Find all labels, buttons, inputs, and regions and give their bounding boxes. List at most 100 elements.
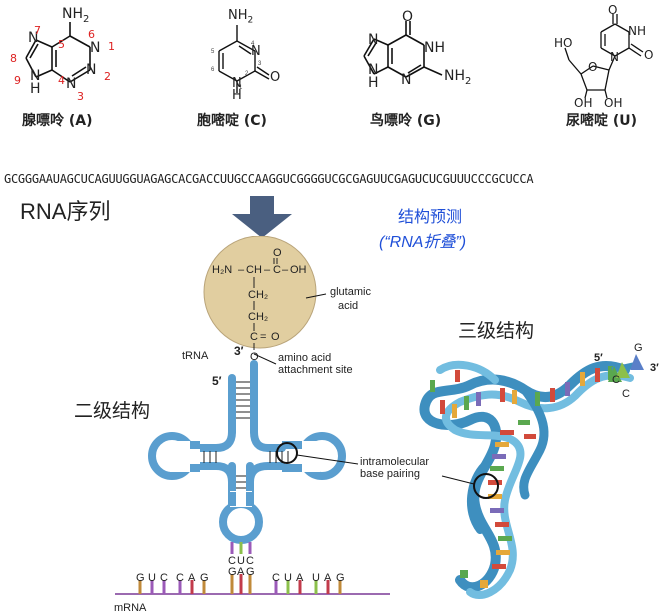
prediction-subtitle: (“RNA折叠”) [379,234,467,251]
tertiary-c2: C [622,388,630,400]
intramolecular-line2: base pairing [360,468,420,480]
atom-number-7: 7 [34,24,41,37]
uridine-structure [564,14,644,99]
svg-text:CH₂: CH₂ [248,289,268,301]
atom-number-9: 9 [14,74,21,87]
svg-text:O: O [250,351,259,363]
svg-text:1: 1 [239,85,243,91]
uridine-ring-o: O [588,60,598,74]
trna-tertiary-model [419,354,644,599]
codon-g2: G [246,566,255,578]
mrna-base-5: A [188,572,196,584]
amino-site-line1: amino acid [278,352,332,364]
svg-text:2: 2 [245,71,249,77]
uridine-o-top: O [608,3,618,17]
atom-number-8: 8 [10,52,17,65]
mrna-label: mRNA [114,602,147,614]
svg-text:C: C [273,264,281,276]
mrna-base-9: A [296,572,304,584]
adenine-label: 腺嘌呤 (A) [22,113,93,129]
atom-number-6: 6 [88,28,95,41]
trna-secondary-diagram: H₂N – CH – C – OH O CH₂ CH₂ C = O O [115,236,390,595]
atom-number-1: 1 [108,40,115,53]
adenine-structure [25,22,91,83]
uridine-o-right: O [644,48,654,62]
codon-a: A [237,566,245,578]
svg-text:–: – [238,264,245,276]
adenine-n3: N [66,76,77,92]
svg-text:6: 6 [211,67,215,73]
atom-number-5: 5 [58,38,65,51]
uridine-ho: HO [554,36,573,50]
svg-text:5: 5 [211,49,215,55]
uridine-label: 尿嘧啶 (U) [566,113,638,129]
trna-3prime-label: 3′ [234,344,244,358]
tertiary-c1: C [612,374,620,386]
mrna-base-7: C [272,572,280,584]
svg-text:CH₂: CH₂ [248,311,268,323]
down-arrow-icon [232,196,292,238]
mrna-base-12: G [336,572,345,584]
guanine-n3: N [401,72,412,88]
mrna-base-2: U [148,572,156,584]
acid-label: acid [338,300,359,312]
mrna-base-11: A [324,572,332,584]
intramolecular-line1: intramolecular [360,456,430,468]
mrna-base-4: C [176,572,184,584]
svg-text:H₂N: H₂N [212,264,232,276]
trna-5prime-label: 5′ [212,374,222,388]
adenine-n1: N [90,40,101,56]
guanine-n7: N [368,32,379,48]
svg-text:CH: CH [246,264,262,276]
codon-g1: G [228,566,237,578]
adenine-nh2: NH2 [62,6,90,25]
uridine-nh: NH [628,24,646,38]
mrna-base-1: G [136,572,145,584]
guanine-structure [363,21,443,78]
rna-sequence-label: RNA序列 [20,199,111,224]
guanine-o: O [402,9,414,25]
tertiary-3prime-label: 3′ [650,362,659,374]
atom-number-3: 3 [77,90,84,103]
cytosine-n3: N [251,44,261,59]
secondary-structure-label: 二级结构 [74,401,151,422]
svg-text:=: = [260,331,266,343]
glutamic-label: glutamic [330,286,371,298]
anticodon-c1: C [228,555,236,567]
rna-sequence: GCGGGAAUAGCUCAGUUGGUAGAGCACGACCUUGCCAAGG… [4,172,534,186]
uridine-n1: N [610,50,619,64]
cytosine-o: O [270,70,281,85]
tertiary-structure-label: 三级结构 [458,321,535,342]
svg-text:4: 4 [251,41,255,47]
mrna-base-8: U [284,572,292,584]
atom-number-4: 4 [58,74,65,87]
anticodon-c2: C [246,555,254,567]
cytosine-structure: 4 3 2 1 6 5 [211,25,270,93]
svg-text:–: – [282,264,289,276]
svg-text:OH: OH [290,264,307,276]
svg-text:–: – [264,264,271,276]
mrna-base-3: C [160,572,168,584]
guanine-nh: NH [424,40,445,56]
tertiary-g: G [634,342,643,354]
guanine-label: 鸟嘌呤 (G) [370,113,442,129]
svg-text:C: C [250,331,258,343]
guanine-nh2: NH2 [444,68,472,87]
tertiary-5prime-label: 5′ [594,352,603,364]
svg-text:3: 3 [258,61,262,67]
cytosine-nh2: NH2 [228,8,254,26]
uridine-oh2: OH [604,96,623,110]
svg-text:O: O [273,247,282,259]
amino-site-line2: attachment site [278,364,353,376]
uridine-oh1: OH [574,96,593,110]
mrna-base-10: U [312,572,320,584]
adenine-n9h: N [86,62,97,78]
adenine-n7: N [28,30,39,46]
mrna-base-6: G [200,572,209,584]
anticodon-u: U [237,555,245,567]
cytosine-label: 胞嘧啶 (C) [197,113,267,129]
prediction-title: 结构预测 [398,209,463,226]
